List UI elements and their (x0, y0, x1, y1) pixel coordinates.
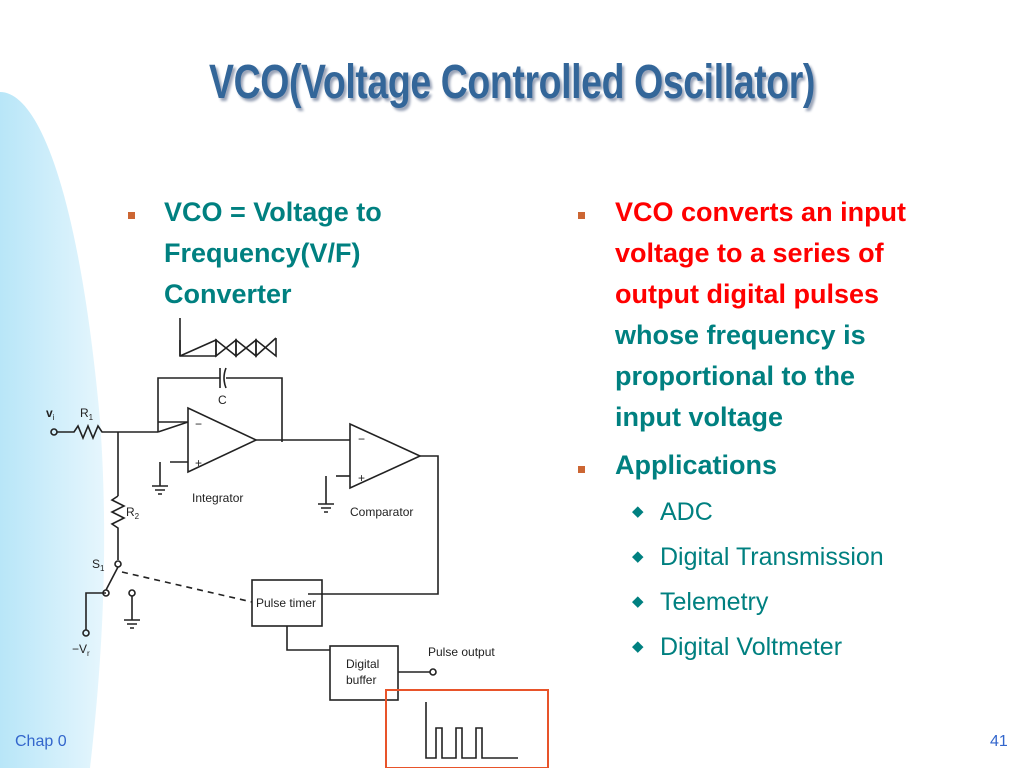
slide-title: VCO(Voltage Controlled Oscillator) (209, 56, 815, 109)
footer-page-number: 41 (990, 733, 1008, 750)
teal-line: proportional to the (615, 361, 855, 391)
teal-line: whose frequency is (615, 320, 866, 350)
red-line: voltage to a series of (615, 238, 884, 268)
application-item: Digital Transmission (660, 543, 884, 571)
comparator-label: Comparator (350, 505, 413, 519)
red-line: output digital pulses (615, 279, 879, 309)
left-line: Converter (164, 279, 292, 309)
vco-circuit-diagram: vi R1 C − + Integrator − + Comparator R2… (46, 318, 549, 768)
pulse-output-waveform (425, 702, 518, 759)
footer-chapter: Chap 0 (15, 733, 67, 750)
application-item: Digital Voltmeter (660, 633, 843, 661)
integrator-opamp (187, 406, 258, 474)
diamond-bullet-icon: ◆ (632, 503, 644, 520)
capacitor-c (219, 367, 227, 389)
applications-bullet-marker (578, 466, 585, 473)
comparator-opamp (349, 422, 422, 490)
buffer-label: buffer (346, 673, 376, 687)
right-bullet-text: VCO converts an input voltage to a serie… (615, 192, 995, 438)
comparator-plus-label: + (358, 471, 365, 485)
left-line: VCO = Voltage to (164, 197, 382, 227)
diamond-bullet-icon: ◆ (632, 593, 644, 610)
s1-label: S1 (92, 557, 105, 573)
r1-label: R1 (80, 406, 94, 422)
resistor-r1 (57, 423, 158, 441)
c-label: C (218, 393, 227, 407)
left-bullet-marker (128, 212, 135, 219)
input-terminal (50, 428, 58, 436)
integrator-plus-label: + (195, 456, 202, 470)
diamond-bullet-icon: ◆ (632, 638, 644, 655)
applications-label: Applications (615, 450, 778, 480)
right-bullet-marker (578, 212, 585, 219)
pulse-output-highlight-box (385, 689, 549, 768)
pulse-timer-label: Pulse timer (256, 596, 316, 610)
digital-buffer-block (329, 645, 399, 701)
r2-label: R2 (126, 505, 140, 521)
pulse-output-label: Pulse output (428, 645, 495, 659)
application-item: ADC (660, 498, 713, 526)
negative-voltage-label: −Vr (72, 642, 90, 658)
application-item: Telemetry (660, 588, 769, 616)
teal-line: input voltage (615, 402, 783, 432)
vi-label: vi (46, 406, 55, 422)
resistor-r2 (110, 495, 126, 560)
red-line: VCO converts an input (615, 197, 907, 227)
left-bullet-text: VCO = Voltage to Frequency(V/F) Converte… (164, 192, 464, 315)
left-line: Frequency(V/F) (164, 238, 361, 268)
digital-label: Digital (346, 657, 379, 671)
comparator-minus-label: − (358, 432, 365, 446)
diamond-bullet-icon: ◆ (632, 548, 644, 565)
integrator-label: Integrator (192, 491, 243, 505)
integrator-minus-label: − (195, 417, 202, 431)
